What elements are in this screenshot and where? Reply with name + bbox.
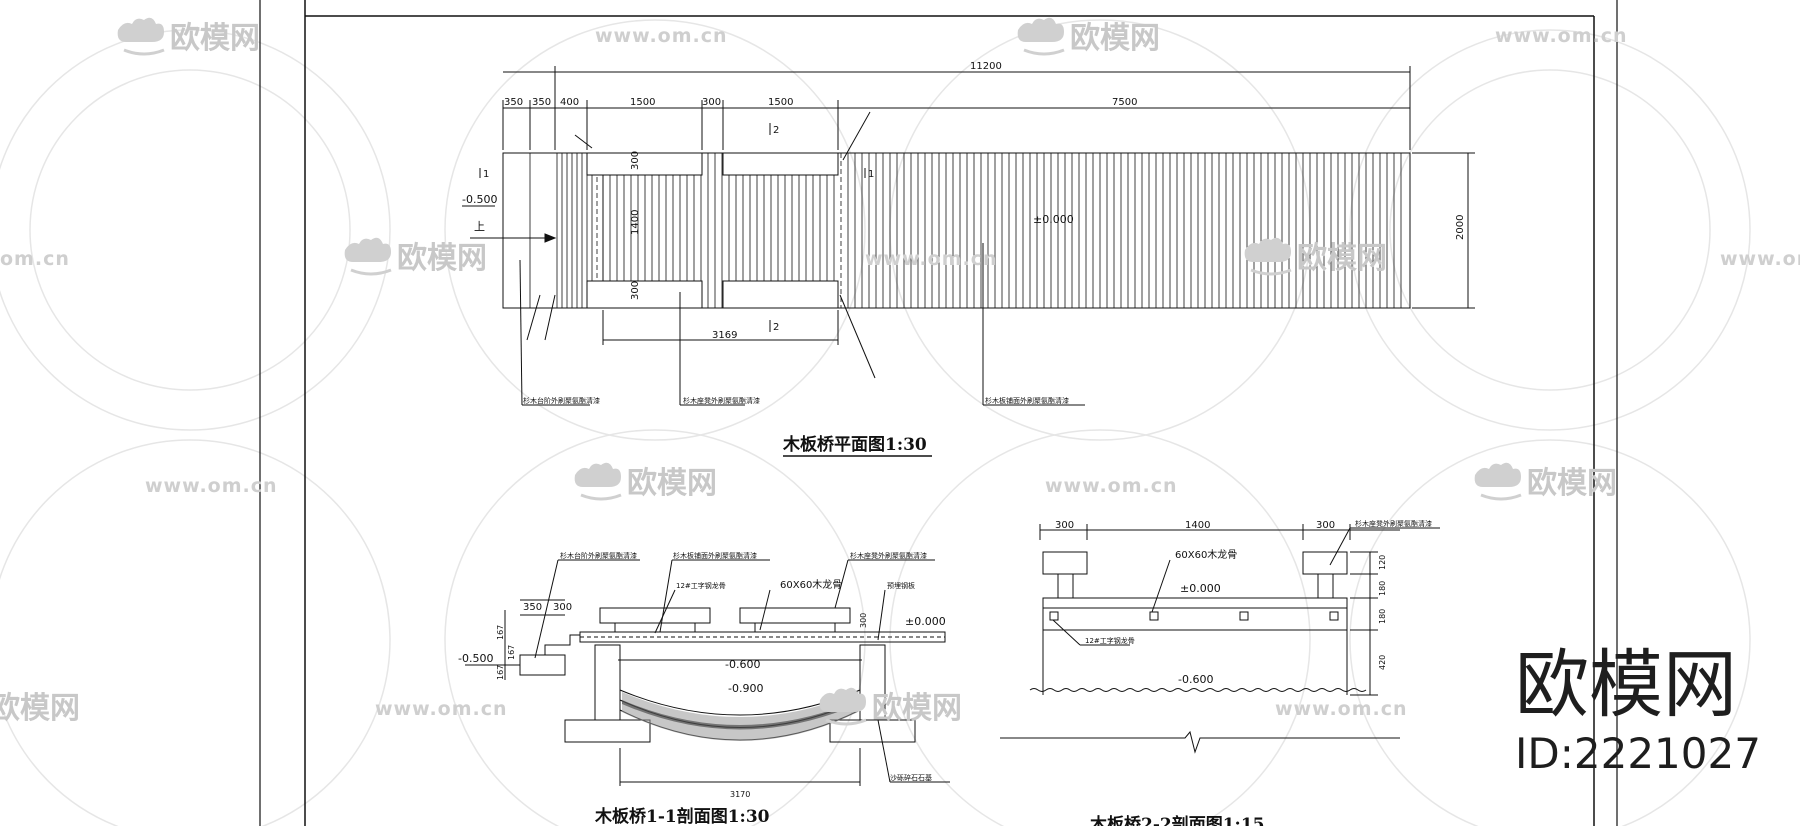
watermark-text: 欧模网	[1297, 241, 1387, 276]
note-s11-bench: 杉木座凳外刷聚氨酯清漆	[850, 551, 927, 560]
dim-s11-350: 350	[523, 602, 542, 613]
dim-s22-180-a: 180	[1378, 581, 1387, 596]
note-s11-plate: 预埋钢板	[887, 581, 915, 590]
watermark-url: www.om.cn	[375, 698, 508, 720]
arrow-label: 上	[474, 220, 485, 233]
gravel-hatch	[622, 692, 858, 741]
brand-stamp: 欧模网 ID:2221027	[1515, 642, 1761, 778]
note-s11-timber: 60X60木龙骨	[780, 578, 842, 591]
level-s11-minus-0-6: -0.600	[725, 658, 760, 671]
dim-right: 2000	[1455, 215, 1466, 240]
note-bench: 杉木座凳外刷聚氨酯清漆	[683, 396, 760, 405]
section22-texts: 300 1400 300 120 180 180 420 杉木座凳外刷聚氨酯清漆…	[1055, 519, 1432, 826]
watermark-text: 欧模网	[0, 691, 80, 726]
section-mark-1-left: 1	[483, 169, 489, 180]
note-s22-steel: 12#工字钢龙骨	[1085, 636, 1135, 645]
level-s11-minus-0-5: -0.500	[458, 652, 493, 665]
section11-texts: 杉木台阶外刷聚氨酯清漆 杉木板铺面外刷聚氨酯清漆 杉木座凳外刷聚氨酯清漆 12#…	[458, 551, 946, 826]
dim-300-bottom: 300	[630, 281, 641, 300]
level-minus-0-5: -0.500	[462, 193, 497, 206]
note-s22-bench: 杉木座凳外刷聚氨酯清漆	[1355, 519, 1432, 528]
dim-s22-120: 120	[1378, 555, 1387, 570]
note-s11-steel: 12#工字钢龙骨	[676, 581, 726, 590]
section22-title: 木板桥2-2剖面图1:15	[1089, 814, 1264, 826]
dim-s11-300-b: 300	[859, 613, 868, 628]
dim-s11-300: 300	[553, 602, 572, 613]
dim-350-a: 350	[504, 97, 523, 108]
brand-name: 欧模网	[1515, 642, 1737, 728]
watermarks: 欧模网 欧模网 欧模网 欧模网 欧模网 欧模网 欧模网 欧模网 www.om.c…	[0, 16, 1800, 726]
dim-s22-300-a: 300	[1055, 520, 1074, 531]
brand-id: ID:2221027	[1515, 729, 1761, 778]
plan-planks	[529, 153, 1402, 308]
watermark-text: 欧模网	[1070, 21, 1160, 56]
section-2-2	[1000, 524, 1440, 754]
dim-400: 400	[560, 97, 579, 108]
dim-s22-180-b: 180	[1378, 609, 1387, 624]
dim-s11-3170: 3170	[730, 790, 750, 799]
watermark-url: www.om.cn	[145, 475, 278, 497]
dim-1500-b: 1500	[768, 97, 793, 108]
watermark-url: www.om.cn	[595, 25, 728, 47]
plan-view	[462, 66, 1475, 406]
watermark-url: www.om.cn	[1720, 248, 1800, 270]
dim-1400: 1400	[630, 210, 641, 235]
dim-7500: 7500	[1112, 97, 1137, 108]
dim-350-b: 350	[532, 97, 551, 108]
watermark-url: om.cn	[0, 248, 70, 270]
level-s11-zero: ±0.000	[905, 615, 946, 628]
section-1-1	[465, 559, 950, 786]
dim-s22-300-b: 300	[1316, 520, 1335, 531]
note-s11-base: 沙砾碎石石基	[890, 773, 932, 782]
watermark-text: 欧模网	[397, 241, 487, 276]
dim-s22-1400: 1400	[1185, 520, 1210, 531]
section-mark-2-top: 2	[773, 125, 779, 136]
note-s11-steps: 杉木台阶外刷聚氨酯清漆	[560, 551, 637, 560]
section-mark-2-bottom: 2	[773, 322, 779, 333]
plan-texts: 350 350 400 1500 300 1500 7500 11200 200…	[462, 61, 1466, 457]
note-s11-deck: 杉木板铺面外刷聚氨酯清漆	[673, 551, 757, 560]
plan-title: 木板桥平面图1:30	[782, 434, 927, 455]
level-zero: ±0.000	[1033, 213, 1074, 226]
level-s22-zero: ±0.000	[1180, 582, 1221, 595]
note-steps: 杉木台阶外刷聚氨酯清漆	[523, 396, 600, 405]
watermark-url: www.om.cn	[1275, 698, 1408, 720]
dim-s11-167-b: 167	[507, 645, 516, 660]
drawing-frame	[259, 0, 1618, 826]
dim-1500-a: 1500	[630, 97, 655, 108]
dim-300: 300	[702, 97, 721, 108]
watermark-text: 欧模网	[872, 691, 962, 726]
watermark-url: www.om.cn	[865, 248, 998, 270]
note-deck: 杉木板铺面外刷聚氨酯清漆	[985, 396, 1069, 405]
watermark-background	[0, 19, 1751, 826]
level-s22-minus-0-6: -0.600	[1178, 673, 1213, 686]
note-s22-timber: 60X60木龙骨	[1175, 548, 1237, 561]
watermark-text: 欧模网	[170, 21, 260, 56]
section11-title: 木板桥1-1剖面图1:30	[594, 806, 770, 826]
dim-300-top: 300	[630, 151, 641, 170]
watermark-url: www.om.cn	[1045, 475, 1178, 497]
watermark-text: 欧模网	[1527, 466, 1617, 501]
dim-s11-167-c: 167	[496, 665, 505, 680]
section-mark-1-right: 1	[868, 169, 874, 180]
dim-bottom: 3169	[712, 330, 737, 341]
level-s11-minus-0-9: -0.900	[728, 682, 763, 695]
dim-s22-420: 420	[1378, 655, 1387, 670]
dim-total: 11200	[970, 61, 1002, 72]
watermark-text: 欧模网	[627, 466, 717, 501]
dim-s11-167-a: 167	[496, 625, 505, 640]
watermark-url: www.om.cn	[1495, 25, 1628, 47]
